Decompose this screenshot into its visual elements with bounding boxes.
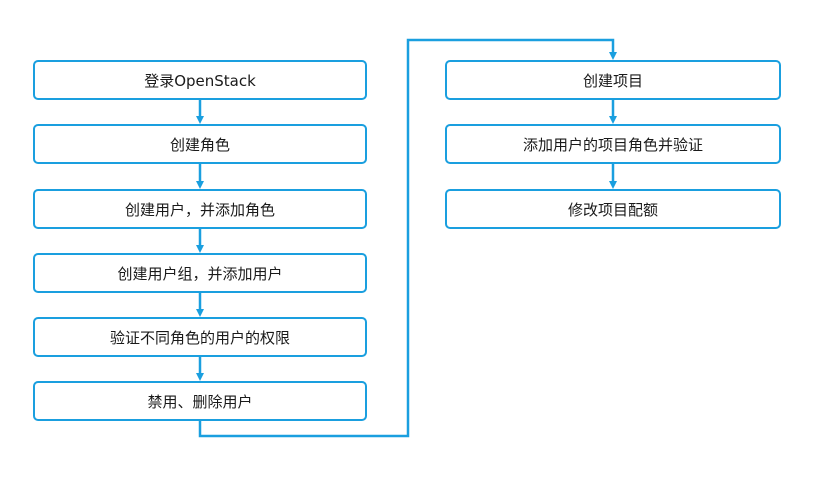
step-label: 创建用户，并添加角色 (124, 200, 275, 219)
step-create-user-add-role: 创建用户，并添加角色 (33, 189, 367, 229)
step-create-group-add-user: 创建用户组，并添加用户 (33, 253, 367, 293)
step-label: 修改项目配额 (567, 200, 658, 219)
step-label: 创建角色 (169, 135, 230, 154)
step-disable-delete-user: 禁用、删除用户 (33, 381, 367, 421)
step-label: 登录OpenStack (144, 71, 256, 90)
step-modify-project-quota: 修改项目配额 (445, 189, 781, 229)
step-create-role: 创建角色 (33, 124, 367, 164)
step-login-openstack: 登录OpenStack (33, 60, 367, 100)
step-label: 验证不同角色的用户的权限 (109, 328, 290, 347)
step-add-project-role-verify: 添加用户的项目角色并验证 (445, 124, 781, 164)
step-label: 添加用户的项目角色并验证 (522, 135, 703, 154)
step-label: 创建项目 (582, 71, 643, 90)
step-label: 禁用、删除用户 (147, 392, 253, 411)
step-create-project: 创建项目 (445, 60, 781, 100)
step-verify-role-permissions: 验证不同角色的用户的权限 (33, 317, 367, 357)
arrow-6-to-7 (198, 38, 617, 438)
step-label: 创建用户组，并添加用户 (117, 264, 283, 283)
